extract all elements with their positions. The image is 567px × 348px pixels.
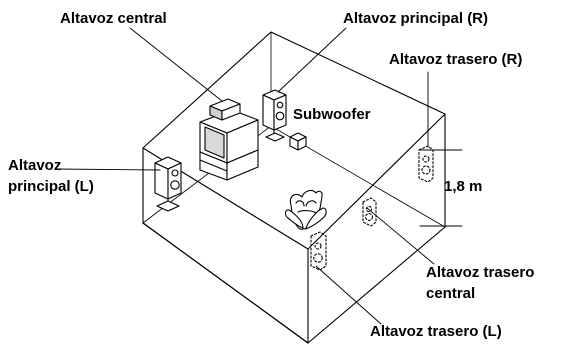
main-left-speaker-label-line2: principal (L) [8,178,94,195]
height-dimension-label: 1,8 m [444,178,483,195]
subwoofer-label: Subwoofer [293,106,371,123]
rear-left-speaker-label: Altavoz trasero (L) [370,323,502,340]
rear-left-speaker-icon [310,231,327,271]
rear-right-speaker-label: Altavoz trasero (R) [389,51,523,68]
rear-center-speaker-label-line1: Altavoz trasero [426,264,535,281]
room-outline [142,31,446,344]
height-dimension [419,149,463,227]
main-left-speaker-icon [154,156,182,212]
subwoofer-icon [289,132,307,151]
tv-set [199,109,259,181]
rear-center-speaker-label-line2: central [426,285,476,302]
center-speaker-label: Altavoz central [60,10,167,27]
main-right-speaker-icon [262,89,287,142]
leader-lines [54,27,435,325]
listener-chair-icon [284,189,327,230]
main-left-speaker-label-line1: Altavoz [8,157,62,174]
main-right-speaker-label: Altavoz principal (R) [343,10,489,27]
rear-right-speaker-icon [418,145,434,183]
rear-center-speaker-icon [362,197,377,227]
center-speaker-icon [209,98,241,121]
